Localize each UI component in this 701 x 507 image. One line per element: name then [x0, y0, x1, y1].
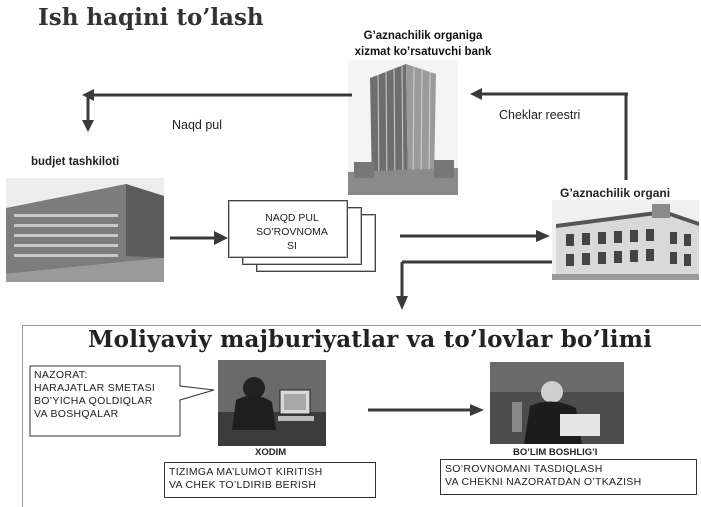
- head-label: BO’LIM BOSHLIG’I: [513, 447, 598, 458]
- control-callout: NAZORAT: HARAJATLAR SMETASI BO’YICHA QOL…: [30, 366, 180, 434]
- edge-label-checks: Cheklar reestri: [499, 108, 581, 122]
- document-stack: NAQD PUL SO’ROVNOMA SI: [228, 200, 380, 272]
- treasury-label: G’aznachilik organi: [560, 186, 671, 200]
- head-photo: [490, 362, 624, 444]
- document-sheet-front: NAQD PUL SO’ROVNOMA SI: [228, 200, 348, 258]
- document-line3: SI: [287, 240, 297, 252]
- employee-photo: [218, 360, 326, 446]
- employee-task-box: TIZIMGA MA’LUMOT KIRITISH VA CHEK TO’LDI…: [164, 462, 376, 498]
- arrow-document-to-treasury: [400, 230, 550, 242]
- arrow-checks-to-bank: [470, 88, 628, 180]
- bank-building-image: [348, 60, 458, 195]
- employee-label: XODIM: [255, 447, 287, 458]
- budget-org-label: budjet tashkiloti: [31, 156, 120, 168]
- treasury-building-image: [552, 200, 699, 280]
- bank-label: G’aznachilik organiga xizmat ko’rsatuvch…: [318, 28, 528, 60]
- control-line1: NAZORAT:: [34, 369, 88, 381]
- document-text: NAQD PUL SO’ROVNOMA SI: [237, 211, 347, 253]
- arrow-budget-to-document: [170, 231, 228, 245]
- head-task-line1: SO’ROVNOMANI TASDIQLASH: [445, 463, 603, 475]
- arrow-down-to-budget: [82, 94, 94, 132]
- document-line2: SO’ROVNOMA: [256, 226, 328, 238]
- document-line1: NAQD PUL: [265, 212, 319, 224]
- bank-label-line1: G’aznachilik organiga: [363, 30, 483, 42]
- department-title: Moliyaviy majburiyatlar va to’lovlar bo’…: [88, 326, 653, 353]
- budget-building-image: [6, 178, 164, 282]
- department-frame-top: [22, 325, 701, 326]
- control-callout-shape: [29, 365, 215, 437]
- arrow-employee-to-head: [368, 404, 484, 416]
- department-frame-left: [22, 325, 23, 507]
- control-line3: BO’YICHA QOLDIQLAR: [34, 395, 153, 407]
- head-task-box: SO’ROVNOMANI TASDIQLASH VA CHEKNI NAZORA…: [440, 459, 697, 495]
- employee-task-line2: VA CHEK TO’LDIRIB BERISH: [169, 479, 317, 491]
- edge-label-cash: Naqd pul: [172, 118, 223, 132]
- bank-label-line2: xizmat ko’rsatuvchi bank: [354, 46, 492, 58]
- diagram-title: Ish haqini to’lash: [38, 4, 264, 31]
- employee-task-line1: TIZIMGA MA’LUMOT KIRITISH: [169, 466, 323, 478]
- control-line4: VA BOSHQALAR: [34, 408, 119, 420]
- control-line2: HARAJATLAR SMETASI: [34, 382, 156, 394]
- arrow-treasury-to-department: [396, 260, 552, 310]
- head-task-line2: VA CHEKNI NAZORATDAN O’TKAZISH: [445, 476, 642, 488]
